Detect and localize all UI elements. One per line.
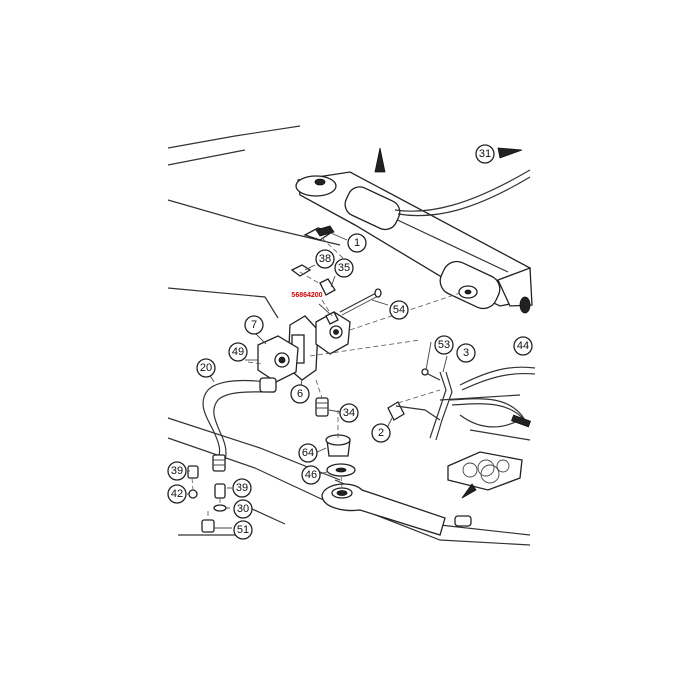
callout-label-20: 20 [200,362,212,374]
callout-circle-54 [389,300,409,320]
callout-label-53: 53 [438,339,450,351]
callout-label-34: 34 [343,407,355,419]
assembly-linework [167,125,536,546]
callout-circle-1 [347,233,367,253]
callout-label-7: 7 [251,319,257,331]
callout-circle-46 [301,465,321,485]
callout-label-54: 54 [393,304,405,316]
callout-circle-39 [232,478,252,498]
callout-circle-6 [290,384,310,404]
callout-label-1: 1 [354,237,360,249]
callout-label-44: 44 [517,340,529,352]
callout-circle-42 [167,484,187,504]
callout-circle-49 [228,342,248,362]
callout-label-51: 51 [237,524,249,536]
callout-circle-34 [339,403,359,423]
callout-circle-31 [475,144,495,164]
callout-circle-64 [298,443,318,463]
callout-circle-30 [233,499,253,519]
callout-circle-44 [513,336,533,356]
callout-label-39: 39 [171,465,183,477]
callout-circle-39 [167,461,187,481]
callout-circle-20 [196,358,216,378]
callout-label-46: 46 [305,469,317,481]
callout-circle-53 [434,335,454,355]
callout-circle-38 [315,249,335,269]
highlighted-part-number: 56864200 [291,292,322,299]
callout-circle-51 [233,520,253,540]
callout-label-6: 6 [297,388,303,400]
callout-label-64: 64 [302,447,314,459]
callout-label-39: 39 [236,482,248,494]
callout-circle-7 [244,315,264,335]
callout-label-38: 38 [319,253,331,265]
callout-label-31: 31 [479,148,491,160]
callout-label-42: 42 [171,488,183,500]
callout-label-3: 3 [463,347,469,359]
callout-circle-2 [371,423,391,443]
callout-label-49: 49 [232,346,244,358]
callout-circle-3 [456,343,476,363]
callout-circle-35 [334,258,354,278]
callout-group: 31 1 38 35 54 7 49 53 3 44 20 6 34 2 64 46 39 42 39 30 51 [167,144,533,540]
callout-label-2: 2 [378,427,384,439]
callout-label-30: 30 [237,503,249,515]
callout-label-35: 35 [338,262,350,274]
